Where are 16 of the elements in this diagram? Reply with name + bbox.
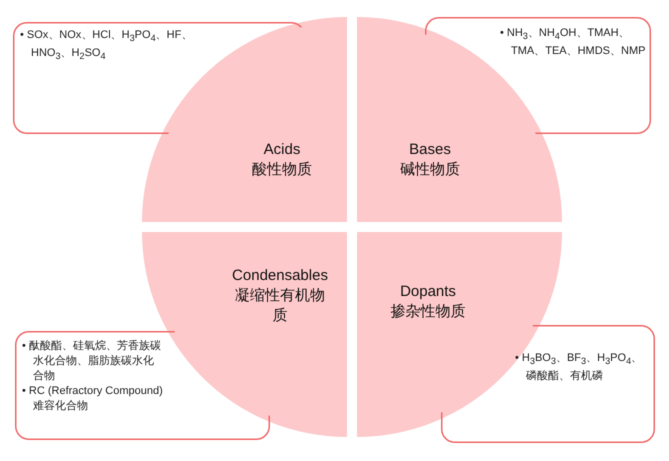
quadrant-subtitle: 酸性物质 (251, 160, 313, 180)
bullet-item: • H$_{3}$BO$_{3}$、BF$_{3}$、H$_{3}$PO$_{4}$、磷酸酯、有机磷 (515, 351, 644, 384)
quadrant-subtitle: 掺杂性物质 (390, 302, 466, 322)
bullet-item: • 酞酸酯、硅氧烷、芳香族碳水化合物、脂肪族碳水化合物 (22, 339, 162, 384)
text-box (441, 325, 655, 443)
pie-quadrant (357, 232, 562, 437)
bullet-item: • RC (Refractory Compound) 难容化合物 (22, 384, 164, 414)
bullet-item: • NH$_{3}$、NH$_{4}$OH、TMAH、TMA、TEA、HMDS、NMP (500, 26, 646, 60)
quadrant-title: Bases (408, 140, 452, 160)
quadrant-subtitle: 凝缩性有机物质 (234, 286, 326, 326)
quadrant-subtitle: 碱性物质 (399, 160, 461, 180)
quadrant-title: Dopants (399, 282, 457, 302)
bullet-item: • SOx、NOx、HCl、H$_{3}$PO$_{4}$、HF、HNO$_{3}$、H$_{2}$SO$_{4}$ (20, 28, 194, 64)
quadrant-title: Acids (262, 140, 302, 160)
quadrant-title: Condensables (231, 266, 329, 286)
text-box (15, 331, 270, 440)
